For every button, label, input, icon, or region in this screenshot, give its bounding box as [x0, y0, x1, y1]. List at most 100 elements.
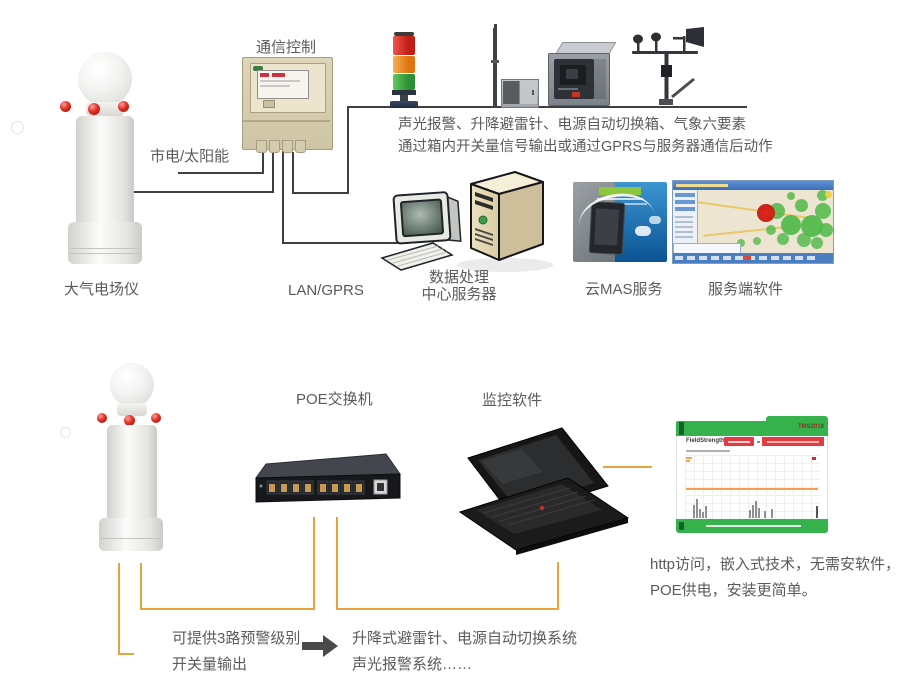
vane-counterweight: [673, 37, 684, 40]
field-mill-head: [110, 363, 154, 407]
switch-label-bar: [558, 88, 578, 90]
sidebar-row: [675, 226, 693, 228]
screen-text-bar: [260, 85, 290, 87]
line-devices-v2: [347, 106, 349, 194]
keyboard-keys: [387, 245, 439, 261]
cloud-puff: [649, 216, 661, 224]
server-vent: [475, 233, 493, 241]
keyboard-row: [483, 487, 571, 514]
stack-light-green: [393, 74, 415, 90]
vane-stem: [683, 36, 686, 52]
map-green-blob: [817, 190, 828, 201]
cable-gland: [269, 140, 280, 153]
controller-seam: [243, 120, 330, 122]
chart-bar: [702, 512, 704, 518]
http-caption: http访问，嵌入式技术，无需安软件， POE供电，安装更简单。: [650, 552, 900, 604]
field-mill-sensor: [88, 103, 100, 115]
cup-stem: [637, 42, 640, 52]
field-mill-bottom: [90, 360, 180, 552]
chart-right-tick: [816, 506, 818, 518]
poe-switch: [255, 453, 401, 503]
field-mill-collar: [117, 403, 147, 416]
rj45-port-inner: [332, 484, 338, 492]
footer-text-bar: [706, 525, 801, 527]
cup-stem: [655, 40, 658, 52]
controller-screen: [257, 70, 309, 99]
lightning-rod: [490, 24, 540, 108]
chart-bar: [693, 505, 695, 518]
output-caption-line1: 可提供3路预警级别: [172, 630, 301, 647]
line-mill-h: [133, 191, 274, 193]
watermark-ring: [11, 121, 24, 134]
webui-red-banner: [762, 437, 824, 446]
field-mill-top: [55, 50, 155, 270]
server-vent: [475, 228, 493, 236]
rj45-port-inner: [320, 484, 326, 492]
chart-orange-mark: [686, 457, 692, 459]
stack-light-stem: [400, 95, 408, 101]
server-label-line2: 中心服务器: [421, 286, 497, 303]
line-lan-h: [282, 242, 398, 244]
field-mill-seam: [70, 253, 140, 254]
map-sidebar: [673, 190, 698, 253]
webui-header: [676, 421, 828, 436]
output-caption: 可提供3路预警级别 开关量输出: [172, 626, 300, 678]
map-title-bar: [673, 181, 833, 190]
rj45-port-inner: [269, 484, 275, 492]
switch-side-shade: [594, 59, 606, 99]
sidebar-button: [675, 200, 695, 204]
map-green-blob: [777, 233, 789, 245]
field-mill-seam: [70, 248, 140, 249]
line-power-h: [178, 172, 264, 174]
field-mill-sensor: [151, 413, 161, 423]
server-vent: [475, 238, 493, 246]
server-label-line1: 数据处理: [428, 269, 489, 286]
rj45-port-inner: [281, 484, 287, 492]
devices-caption-line2: 通过箱内开关量信号输出或通过GPRS与服务器通信后动作: [398, 139, 773, 155]
arrow-head: [323, 635, 338, 657]
line-mill-v: [272, 149, 274, 193]
line-lan-v: [282, 150, 284, 244]
field-mill-sensor: [124, 415, 135, 426]
arrow-shaft: [302, 642, 323, 650]
orange-line-laptop-webui: [603, 466, 652, 468]
server-label: 数据处理 中心服务器: [399, 269, 519, 303]
devices-caption-line1: 声光报警、升降避雷针、电源自动切换箱、气象六要素: [398, 117, 746, 133]
rj45-port-inner: [305, 484, 311, 492]
sidebar-row: [675, 221, 693, 223]
map-software-image: [672, 180, 834, 264]
stack-light-orange: [393, 56, 415, 73]
server-power-light: [478, 215, 488, 225]
rj45-port-inner: [356, 484, 362, 492]
chart-threshold-line: [686, 488, 818, 490]
controller-logo: [253, 66, 263, 71]
orange-line-mill-v2: [140, 563, 142, 610]
map-title-text-bar: [676, 184, 728, 187]
switch-red-detail: [572, 92, 580, 97]
orange-line-u1-h: [140, 608, 315, 610]
map-red-blob: [757, 204, 775, 222]
controller-label: 通信控制: [255, 39, 316, 56]
cloud-banner: [599, 187, 641, 195]
badge-text-bar: [728, 440, 750, 443]
weather-sensor: [632, 27, 704, 105]
action-caption-line2: 声光报警系统……: [352, 656, 473, 673]
orange-line-mill-stub: [118, 653, 134, 655]
map-green-blob: [737, 239, 745, 247]
output-caption-line2: 开关量输出: [172, 656, 248, 673]
switch-knob: [566, 69, 578, 79]
line-devices-v1: [292, 152, 294, 194]
chart-bar: [699, 509, 701, 518]
map-green-blob: [797, 233, 811, 247]
stack-light-red: [393, 36, 415, 55]
watermark-ring: [60, 427, 71, 438]
cloud-text-bar: [597, 198, 643, 200]
bottom-bar-red-cell: [743, 256, 751, 260]
chart-bar: [705, 506, 707, 518]
stack-light-plate: [392, 90, 416, 95]
orange-line-poe-v2: [336, 517, 338, 610]
power-source-label: 市电/太阳能: [150, 148, 230, 165]
field-mill-sensor: [97, 413, 107, 423]
line-power-v: [262, 149, 264, 174]
